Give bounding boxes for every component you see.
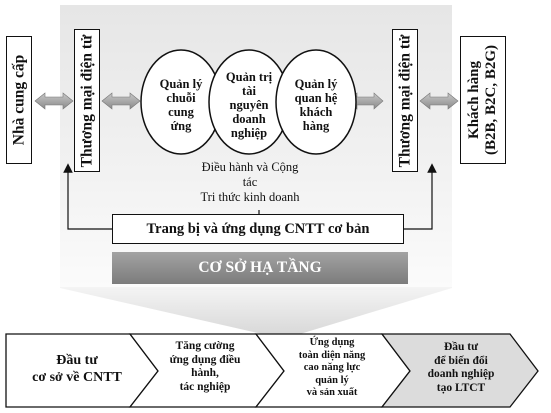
ellipse-crm-label: Quản lý quan hệ khách hàng	[284, 77, 348, 133]
customers-box: Khách hàng (B2B, B2C, B2G)	[460, 36, 506, 164]
step-2-line-4: tác nghiệp	[179, 380, 231, 393]
ellipse-3-line-2: quan hệ	[294, 91, 338, 105]
ecommerce-left-box: Thương mại điện tử	[74, 29, 100, 172]
center-text-line-1: Điều hành và Cộng	[201, 160, 299, 174]
center-text-line-2: tác	[242, 175, 258, 189]
it-basic-label: Trang bị và ứng dụng CNTT cơ bản	[146, 220, 370, 237]
funnel-shape	[60, 287, 452, 334]
ellipse-3-line-1: Quản lý	[294, 77, 338, 91]
ellipse-2-line-5: nghiệp	[230, 126, 268, 140]
ellipse-crm	[275, 49, 357, 155]
ellipse-2-line-4: doanh	[232, 112, 266, 126]
step-3-line-4: quản lý	[315, 374, 349, 386]
it-basic-box: Trang bị và ứng dụng CNTT cơ bản	[112, 214, 404, 244]
step-3-line-1: Ứng dụng	[309, 337, 355, 348]
step-4-shape	[380, 333, 539, 408]
step-4-line-1: Đầu tư	[443, 341, 479, 353]
ecommerce-left-label: Thương mại điện tử	[78, 34, 96, 167]
ecommerce-right-box: Thương mại điện tử	[392, 29, 418, 172]
supplier-box: Nhà cung cấp	[6, 36, 32, 164]
ellipse-3-line-3: khách	[299, 105, 333, 119]
infrastructure-label: CƠ SỞ HẠ TẦNG	[198, 259, 322, 276]
collaboration-knowledge-text: Điều hành và Cộng tác Tri thức kinh doan…	[180, 160, 320, 205]
ellipse-1-line-4: ứng	[170, 119, 192, 133]
infrastructure-bar: CƠ SỞ HẠ TẦNG	[112, 252, 408, 284]
ellipse-1-line-3: cung	[168, 105, 194, 119]
step-2-line-3: hành,	[191, 367, 219, 379]
connector-left	[63, 163, 112, 230]
connector-right	[404, 163, 437, 230]
ellipse-2-line-1: Quản trị	[225, 70, 273, 84]
ellipse-2-line-3: nguyên	[229, 98, 269, 112]
step-1-line-1: Đầu tư	[56, 353, 98, 368]
ellipse-supply-chain-label: Quản lý chuỗi cung ứng	[151, 77, 211, 133]
step-3-label: Ứng dụng toàn diện năng cao năng lực quả…	[276, 337, 388, 400]
step-3-line-2: toàn diện năng	[298, 349, 366, 361]
step-4-label: Đầu tư để biến đổi doanh nghiệp tạo LTCT	[404, 341, 518, 395]
double-arrow-right-center	[347, 92, 384, 110]
step-2-label: Tăng cường ứng dụng điều hành, tác nghiệ…	[150, 340, 260, 394]
ellipse-2-line-2: tài	[242, 84, 256, 98]
double-arrow-right	[419, 92, 459, 110]
step-4-line-3: doanh nghiệp	[427, 368, 495, 380]
step-3-line-3: cao năng lực	[303, 362, 361, 373]
step-4-line-4: tạo LTCT	[436, 381, 486, 394]
customers-label-line1: Khách hàng	[465, 61, 482, 139]
step-3-line-5: và sản xuất	[306, 387, 358, 398]
customers-label-line2: (B2B, B2C, B2G)	[483, 44, 499, 156]
step-2-line-1: Tăng cường	[175, 340, 235, 352]
double-arrow-left-center	[101, 92, 141, 110]
step-4-line-2: để biến đổi	[434, 354, 488, 367]
customers-label: Khách hàng (B2B, B2C, B2G)	[466, 45, 501, 155]
ellipse-erp-label: Quản trị tài nguyên doanh nghiệp	[216, 70, 282, 140]
supplier-label: Nhà cung cấp	[10, 54, 28, 146]
center-text-line-3: Tri thức kinh doanh	[200, 190, 300, 204]
step-1-label: Đầu tư cơ sở về CNTT	[12, 352, 142, 386]
double-arrow-left	[34, 92, 74, 110]
ellipse-1-line-1: Quản lý	[159, 77, 203, 91]
ellipse-1-line-2: chuỗi	[166, 91, 196, 105]
step-2-line-2: ứng dụng điều	[169, 353, 241, 366]
step-1-line-2: cơ sở về CNTT	[32, 370, 122, 385]
ecommerce-right-label: Thương mại điện tử	[396, 34, 414, 167]
ellipse-3-line-4: hàng	[302, 119, 330, 133]
